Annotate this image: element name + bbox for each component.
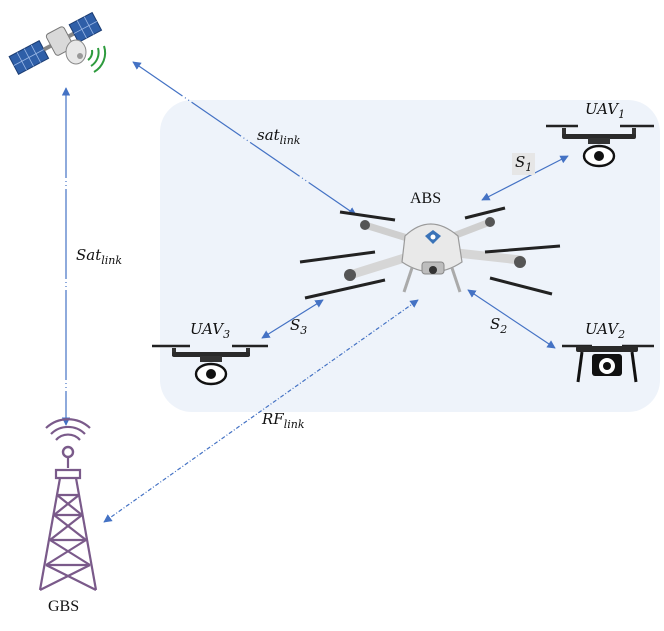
abs-label: ABS bbox=[410, 190, 442, 207]
sat-link-label-abs: satlink bbox=[257, 126, 301, 147]
uav2-label: UAV2 bbox=[585, 320, 626, 341]
uav-camera-drone-icon bbox=[152, 344, 268, 386]
s1-link-label: S1 bbox=[512, 153, 536, 175]
rf-link-line bbox=[103, 299, 419, 523]
gbs-label: GBS bbox=[48, 598, 80, 615]
s2-link-label: S2 bbox=[490, 315, 508, 336]
uav-camera-drone-icon bbox=[562, 344, 654, 383]
s3-link-label: S3 bbox=[290, 316, 308, 337]
satellite-icon bbox=[8, 11, 107, 75]
sat-abs-link-line bbox=[132, 61, 357, 216]
uav1-label: UAV1 bbox=[585, 100, 626, 121]
rf-link-label: RFlink bbox=[262, 410, 305, 431]
sat-link-label-gbs: Satlink bbox=[76, 246, 123, 267]
s1-link-line bbox=[481, 155, 569, 201]
tower-icon bbox=[38, 418, 98, 591]
s3-link-line bbox=[261, 299, 324, 339]
uav3-label: UAV3 bbox=[190, 320, 231, 341]
abs-drone-icon bbox=[299, 206, 561, 300]
s2-link-line bbox=[467, 289, 556, 349]
uav-camera-drone-icon bbox=[546, 124, 654, 168]
